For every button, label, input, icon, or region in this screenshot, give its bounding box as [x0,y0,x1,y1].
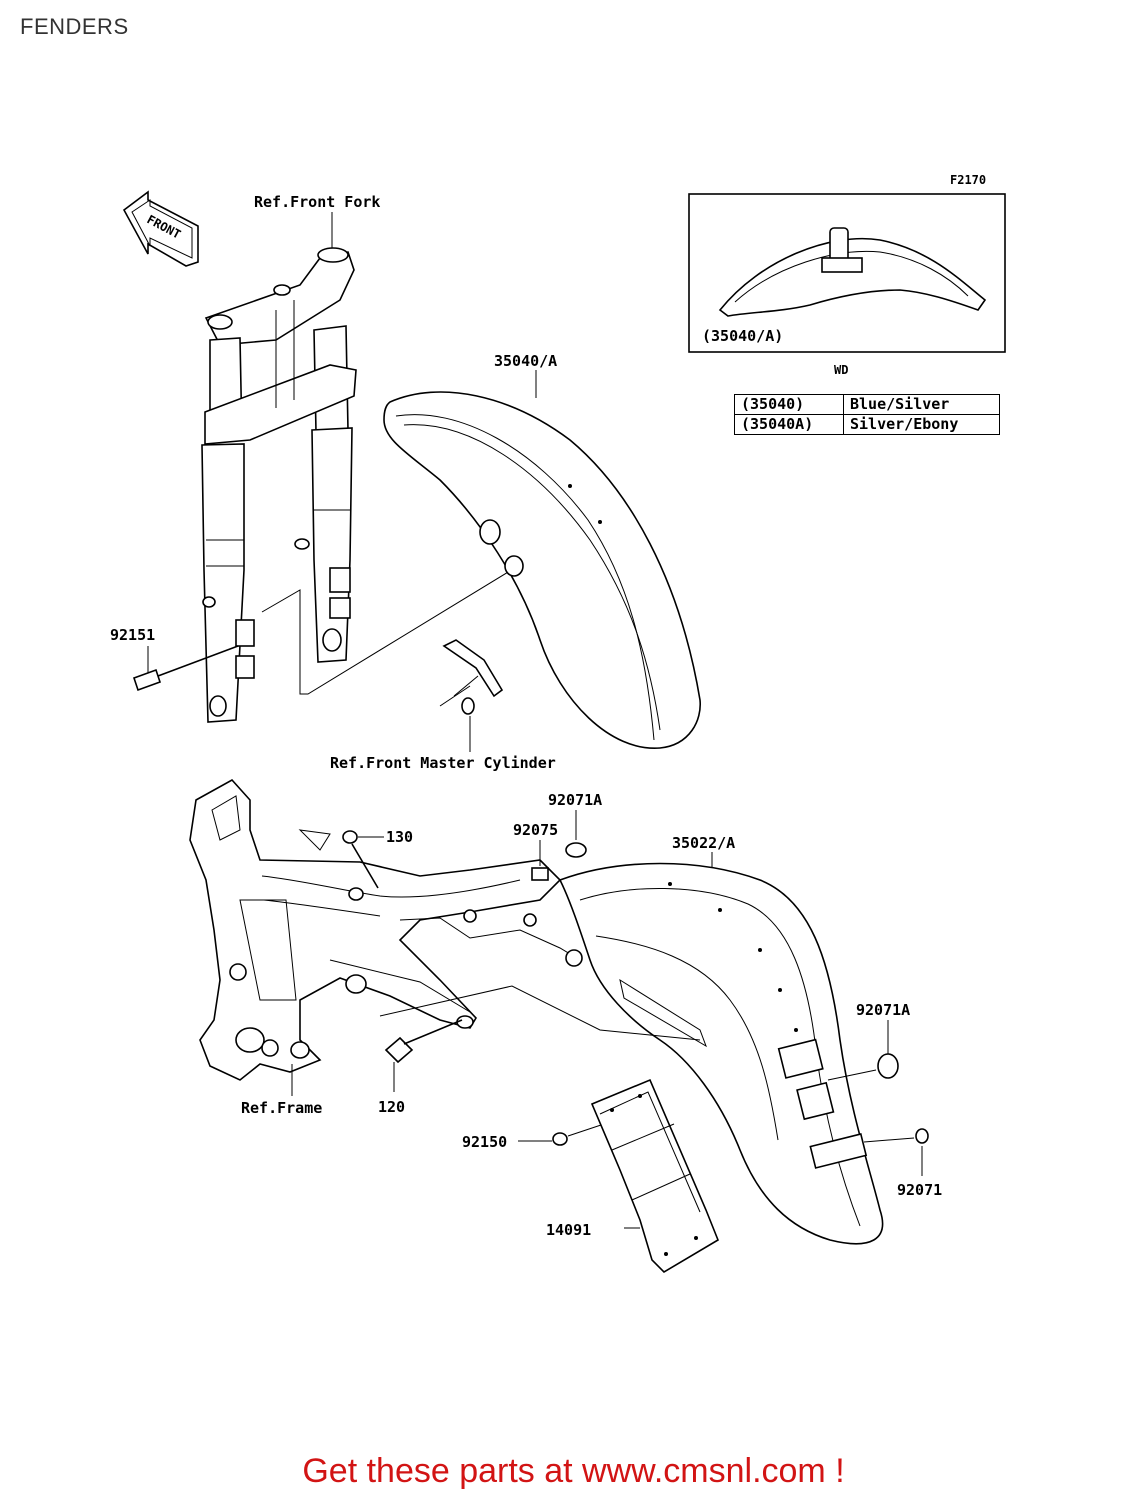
table-row: (35040) Blue/Silver [734,394,1000,415]
ref-frame-label: Ref.Frame [241,1099,322,1117]
part-label-92071a-top: 92071A [548,791,602,809]
part-label-92150: 92150 [462,1133,507,1151]
part-label-92151: 92151 [110,626,155,644]
bolt-92151-icon [132,645,239,692]
table-cell-color: Blue/Silver [843,394,1000,415]
part-label-92071a-right: 92071A [856,1001,910,1019]
wd-color-table: (35040) Blue/Silver (35040A) Silver/Ebon… [734,394,1000,435]
rear-fender [558,862,884,1245]
footer-link[interactable]: Get these parts at www.cmsnl.com ! [302,1452,845,1490]
inset-label: (35040/A) [702,327,783,345]
ref-front-master-cylinder-label: Ref.Front Master Cylinder [330,754,556,772]
frame-fender-connector [379,985,701,1041]
clip-92075-icon [531,867,549,881]
bolt-130-icon [342,830,379,889]
nut-92150-icon [552,1132,568,1146]
nut-92150-connector [567,1123,605,1137]
figure-code: F2170 [950,173,986,187]
ref-front-fork-label: Ref.Front Fork [254,193,380,211]
nut-92071-connector [863,1137,915,1143]
table-cell-code: (35040) [734,394,844,415]
brake-hose-clamp [439,639,504,715]
front-fork-assembly [201,247,357,723]
grommet-92071a-right-icon [877,1053,899,1079]
inset-caption: WD [834,363,848,377]
part-label-92075: 92075 [513,821,558,839]
mud-flap-14091 [590,1078,719,1274]
part-label-130: 130 [386,828,413,846]
grommet-92071a-right-connector [827,1069,877,1081]
fork-fender-connector [261,565,519,695]
front-arrow-icon: FRONT [122,190,199,267]
front-fender [383,391,701,749]
page-title: FENDERS [20,14,129,39]
part-label-120: 120 [378,1098,405,1116]
grommet-92071a-top-icon [565,842,587,858]
part-label-14091: 14091 [546,1221,591,1239]
table-cell-color: Silver/Ebony [843,414,1000,435]
inset-box: (35040/A) [688,193,1006,353]
bolt-120-icon [384,1019,463,1064]
part-label-35022-a: 35022/A [672,834,735,852]
part-label-92071: 92071 [897,1181,942,1199]
frame-assembly [189,778,583,1081]
part-label-35040-a: 35040/A [494,352,557,370]
nut-92071-icon [915,1128,929,1144]
table-row: (35040A) Silver/Ebony [734,414,1000,435]
table-cell-code: (35040A) [734,414,844,435]
